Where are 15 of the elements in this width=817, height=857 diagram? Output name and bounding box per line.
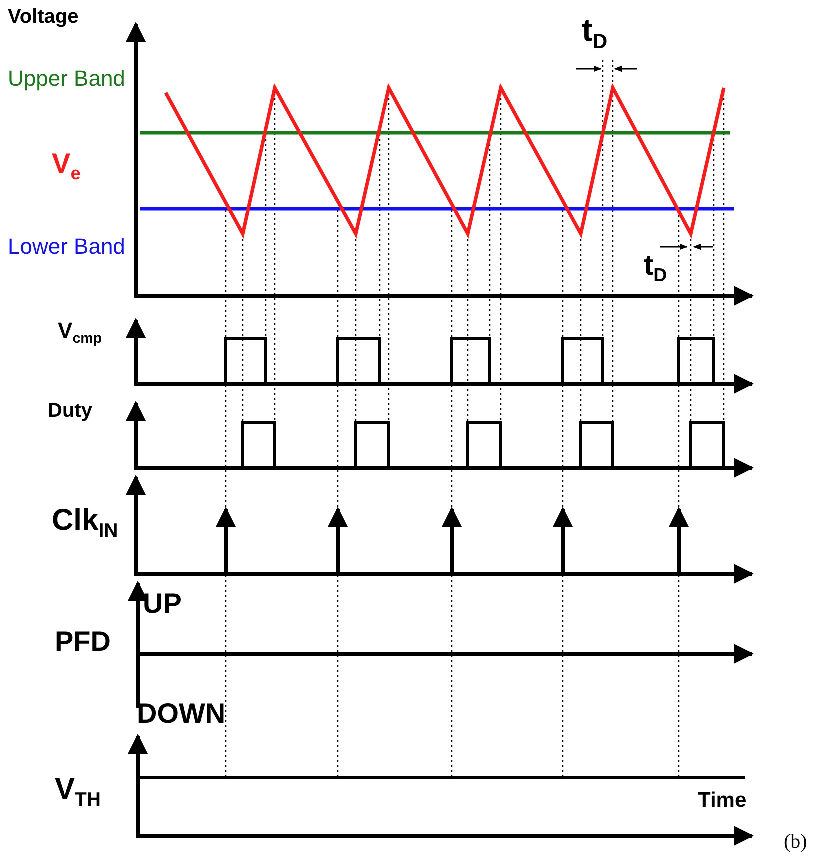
signal-label: PFD <box>55 628 111 656</box>
axis-label: Time <box>698 790 747 811</box>
delay-label: t$_{D}$ <box>582 14 608 54</box>
signal-label: Clk$_{IN}$ <box>52 506 118 542</box>
band-label: Lower Band <box>8 236 126 258</box>
band-label: Upper Band <box>8 68 126 90</box>
level-label: DOWN <box>137 700 226 728</box>
delay-label: t$_{D}$ <box>644 252 668 286</box>
signal-label: V$_{e}$ <box>52 150 81 183</box>
signal-label: V$_{cmp}$ <box>58 320 102 346</box>
caption: (b) <box>784 832 808 852</box>
axis-label: Voltage <box>8 7 79 27</box>
signal-label: V$_{TH}$ <box>55 775 102 810</box>
signal-label: Duty <box>48 401 92 421</box>
level-label: UP <box>143 590 182 618</box>
